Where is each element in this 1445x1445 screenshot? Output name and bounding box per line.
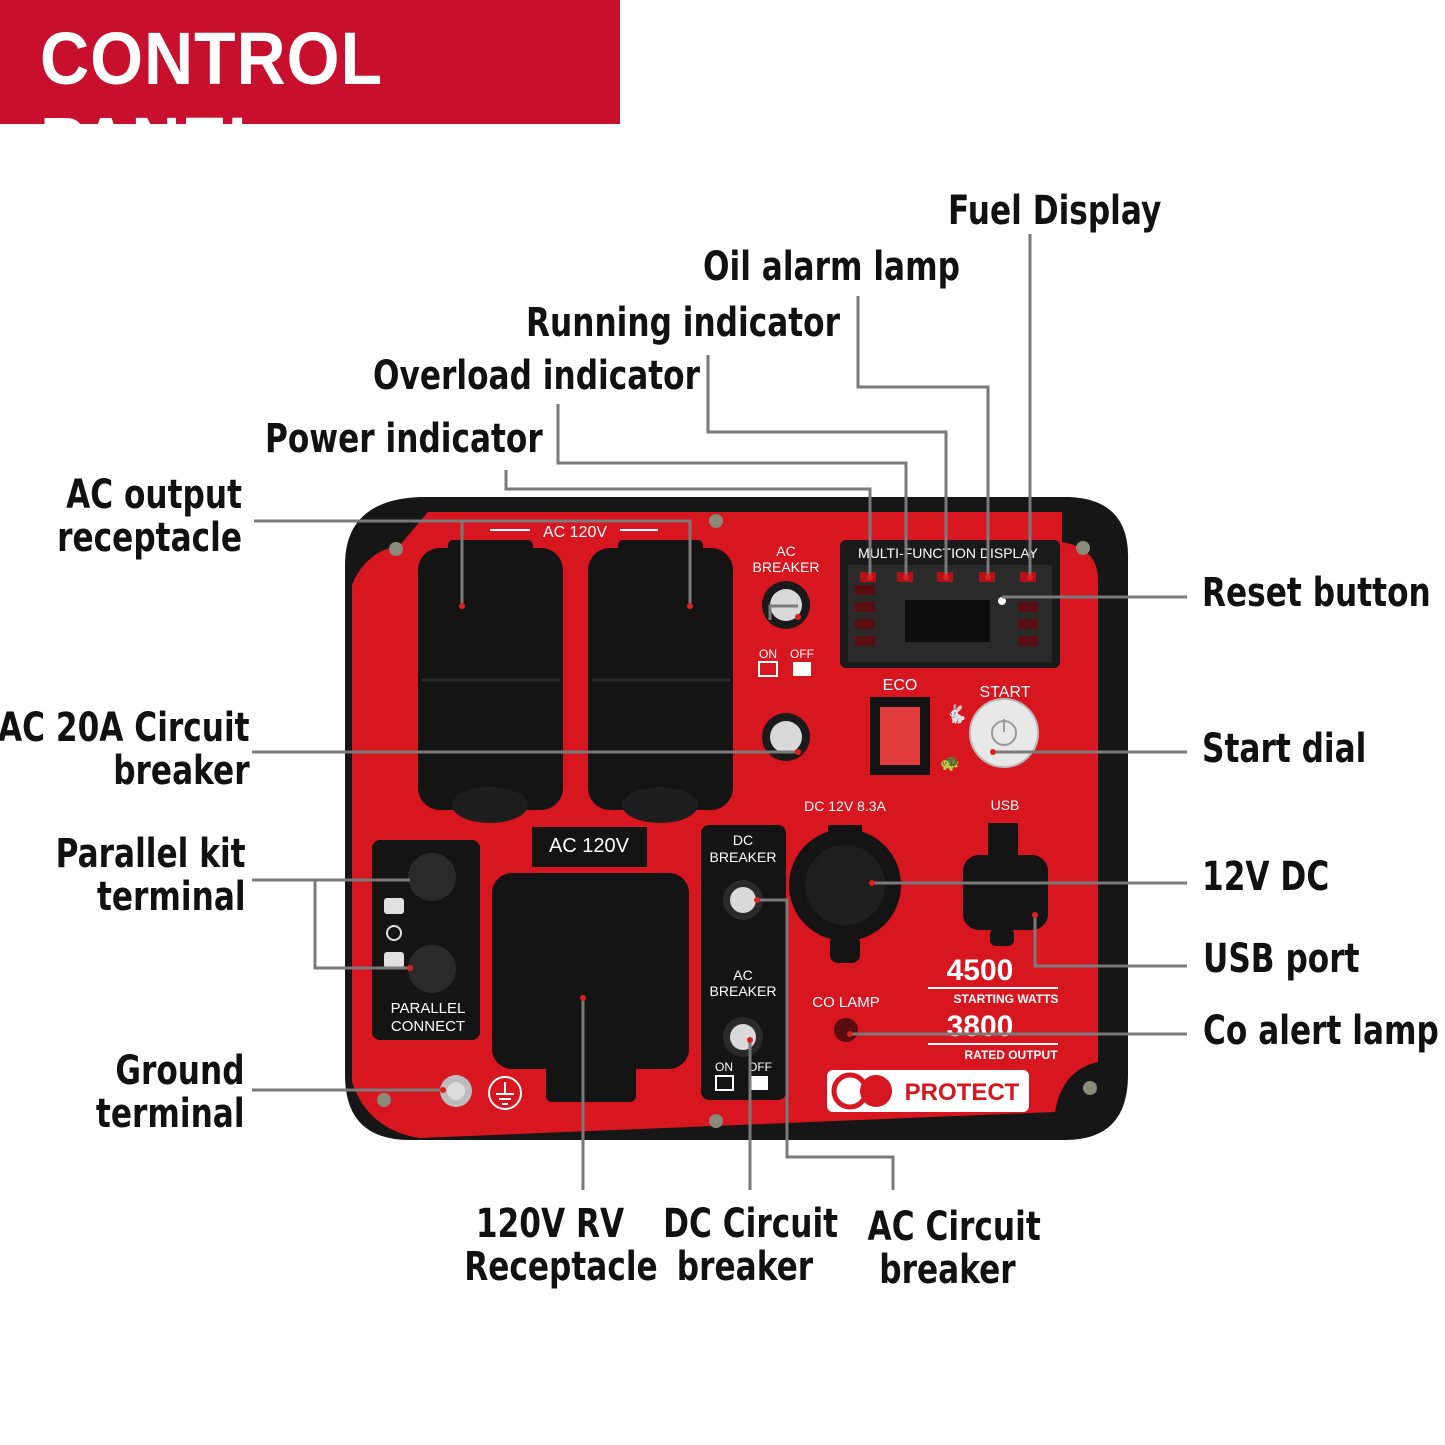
ac-20a-breaker-line2: breaker [113, 748, 251, 794]
ac-breaker-label-line2: BREAKER [753, 559, 820, 575]
dc-circuit-breaker-line1: DC Circuit [663, 1201, 839, 1247]
power-indicator-callout: Power indicator [265, 416, 543, 462]
rv-receptacle-label-box [532, 827, 647, 867]
multi-function-display [840, 540, 1060, 668]
running-indicator-callout: Running indicator [526, 300, 840, 346]
ac-output-receptacle-line1: AC output [66, 472, 242, 518]
lock-icon [384, 898, 404, 914]
starting-watts-label: STARTING WATTS [954, 992, 1059, 1006]
ac-circuit-breaker-button[interactable] [723, 1017, 763, 1057]
ground-terminal-callout: Ground terminal [96, 1050, 245, 1136]
co-protect-logo: PROTECT [827, 1070, 1029, 1112]
ground-terminal[interactable] [440, 1075, 472, 1107]
leader-lines [252, 234, 1187, 1190]
rv-receptacle-label: AC 120V [549, 835, 630, 857]
co-alert-lamp-callout: Co alert lamp [1203, 1008, 1439, 1054]
parallel-connect-panel [372, 840, 480, 1040]
rv-receptacle-line2: Receptacle [464, 1244, 658, 1290]
dc-rating-label: DC 12V 8.3A [804, 798, 886, 814]
parallel-kit-terminal-line1: Parallel kit [56, 831, 246, 877]
ac-circuit-breaker-line2: breaker [879, 1247, 1016, 1293]
dc-breaker-label-line2: BREAKER [710, 849, 777, 865]
rated-output-value: 3800 [947, 1010, 1014, 1043]
rv-receptacle-line1: 120V RV [475, 1201, 625, 1247]
rabbit-icon: 🐇 [945, 703, 967, 724]
ac-output-receptacle-callout: AC output receptacle [57, 474, 242, 560]
oil-alarm-lamp-callout: Oil alarm lamp [703, 244, 960, 290]
ac-breaker-lower-label-line1: AC [733, 967, 752, 983]
fuel-display-callout: Fuel Display [948, 188, 1162, 234]
parallel-kit-terminal-callout: Parallel kit terminal [56, 833, 246, 919]
page-title: CONTROL PANEL [40, 17, 382, 185]
rated-output-label: RATED OUTPUT [964, 1048, 1058, 1062]
ac-circuit-breaker-callout: AC Circuit breaker [867, 1204, 1041, 1293]
dc-breaker-label-line1: DC [733, 832, 753, 848]
starting-watts-value: 4500 [947, 954, 1014, 987]
usb-port[interactable] [963, 823, 1048, 946]
ac-output-receptacle-line2: receptacle [57, 515, 242, 561]
rv-receptacle-callout: 120V RV Receptacle [464, 1201, 658, 1290]
link-icon [386, 925, 402, 941]
ac-breaker-off-label: OFF [790, 647, 814, 661]
start-dial[interactable] [969, 698, 1039, 768]
overload-indicator-callout: Overload indicator [373, 353, 701, 399]
ac-breaker-on-label: ON [759, 647, 777, 661]
ground-terminal-line2: terminal [96, 1091, 245, 1137]
screws [377, 514, 1097, 1128]
usb-label: USB [991, 797, 1020, 813]
parallel-connect-label-line1: PARALLEL [391, 1000, 466, 1017]
usb-port-callout: USB port [1203, 936, 1360, 982]
ground-icon [488, 1076, 522, 1110]
start-dial-callout: Start dial [1202, 726, 1367, 772]
ac-breaker-lower-label-line2: BREAKER [710, 983, 777, 999]
ac-120v-label: AC 120V [543, 524, 607, 541]
co-alert-lamp [834, 1018, 858, 1042]
ground-terminal-line1: Ground [115, 1048, 246, 1094]
title-banner: CONTROL PANEL [0, 0, 620, 185]
dc-12v-socket[interactable] [789, 825, 901, 963]
dc-12v-callout: 12V DC [1202, 854, 1330, 900]
ac-outlet-cover-left[interactable] [418, 540, 563, 823]
reset-button[interactable] [998, 597, 1006, 605]
parallel-kit-terminal-line2: terminal [97, 874, 246, 920]
eco-label: ECO [883, 677, 918, 694]
ac-breaker-lower-off-label: OFF [748, 1060, 772, 1074]
co-lamp-label: CO LAMP [812, 994, 880, 1011]
start-label: START [980, 684, 1031, 701]
ac-breaker-label-line1: AC [776, 543, 795, 559]
ac-20a-breaker-line1: AC 20A Circuit [0, 705, 250, 751]
multi-function-display-label: MULTI-FUNCTION DISPLAY [858, 545, 1039, 561]
breaker-strip [701, 825, 786, 1100]
ac-circuit-breaker-line1: AC Circuit [867, 1204, 1041, 1250]
dc-circuit-breaker-callout: DC Circuit breaker [663, 1201, 839, 1290]
ac-20a-breaker-button[interactable] [762, 713, 810, 761]
ac-20a-breaker-callout: AC 20A Circuit breaker [0, 707, 250, 793]
rv-receptacle-cover[interactable] [492, 873, 689, 1102]
ac-outlet-cover-right[interactable] [588, 540, 733, 823]
dc-circuit-breaker-line2: breaker [676, 1244, 814, 1290]
brand-logo-text: PROTECT [905, 1079, 1020, 1106]
parallel-connect-label-line2: CONNECT [391, 1018, 465, 1035]
leader-endpoints [407, 574, 1038, 1093]
turtle-icon: 🐢 [940, 755, 960, 772]
reset-button-callout: Reset button [1202, 570, 1431, 616]
generator-icon [384, 952, 404, 968]
ac-breaker-lower-on-label: ON [715, 1060, 733, 1074]
eco-switch[interactable] [870, 697, 930, 775]
dc-circuit-breaker-button[interactable] [723, 880, 763, 920]
